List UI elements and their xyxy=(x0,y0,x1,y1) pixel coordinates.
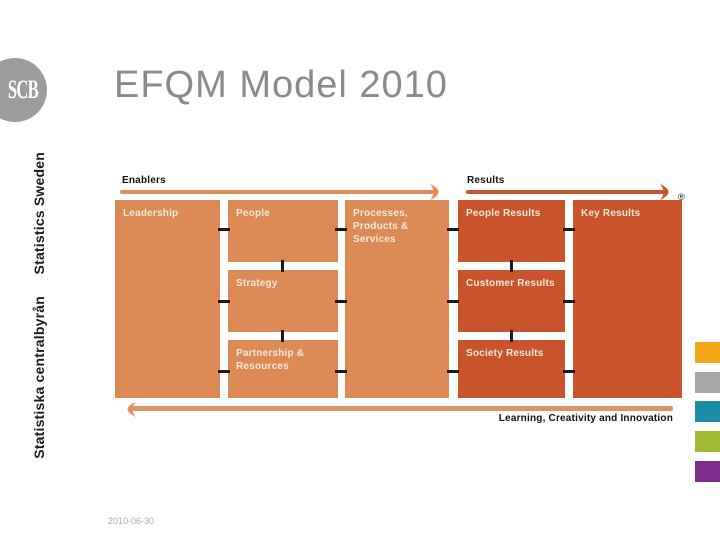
enablers-label: Enablers xyxy=(122,175,166,186)
connector-dash xyxy=(281,330,284,342)
slide-date: 2010-06-30 xyxy=(108,516,155,526)
results-label: Results xyxy=(467,175,505,186)
box-society-results: Society Results xyxy=(458,340,565,398)
connector-dash xyxy=(281,260,284,272)
box-partnership-resources: Partnership & Resources xyxy=(228,340,338,398)
connector-dash xyxy=(563,370,575,373)
box-customer-results: Customer Results xyxy=(458,270,565,332)
results-arrow-icon xyxy=(466,184,669,200)
connector-dash xyxy=(447,228,459,231)
enablers-arrow-icon xyxy=(120,184,439,200)
connector-dash xyxy=(563,228,575,231)
connector-dash xyxy=(563,300,575,303)
connector-dash xyxy=(335,228,347,231)
box-key-results: Key Results xyxy=(573,200,682,398)
box-people-results: People Results xyxy=(458,200,565,262)
scb-logo: SCB xyxy=(0,58,47,122)
box-people: People xyxy=(228,200,338,262)
connector-dash xyxy=(510,260,513,272)
registered-trademark: ® xyxy=(678,192,685,202)
sidebar-text-english: Statistics Sweden xyxy=(31,152,47,275)
connector-dash xyxy=(335,300,347,303)
sidebar-text-swedish: Statistiska centralbyrån xyxy=(31,296,47,459)
color-square-gray xyxy=(695,372,720,393)
box-leadership: Leadership xyxy=(115,200,220,398)
scb-logo-text: SCB xyxy=(7,75,38,104)
color-square-yellow xyxy=(695,342,720,363)
color-square-teal xyxy=(695,401,720,422)
connector-dash xyxy=(447,300,459,303)
learning-creativity-innovation-label: Learning, Creativity and Innovation xyxy=(498,413,673,424)
box-processes-products-services: Processes, Products & Services xyxy=(345,200,449,398)
box-strategy: Strategy xyxy=(228,270,338,332)
connector-dash xyxy=(447,370,459,373)
page-title: EFQM Model 2010 xyxy=(114,64,448,106)
connector-dash xyxy=(510,330,513,342)
color-square-purple xyxy=(695,461,720,482)
connector-dash xyxy=(218,370,230,373)
learning-arrow-icon xyxy=(127,402,673,417)
color-square-green xyxy=(695,431,720,452)
connector-dash xyxy=(218,228,230,231)
connector-dash xyxy=(335,370,347,373)
connector-dash xyxy=(218,300,230,303)
